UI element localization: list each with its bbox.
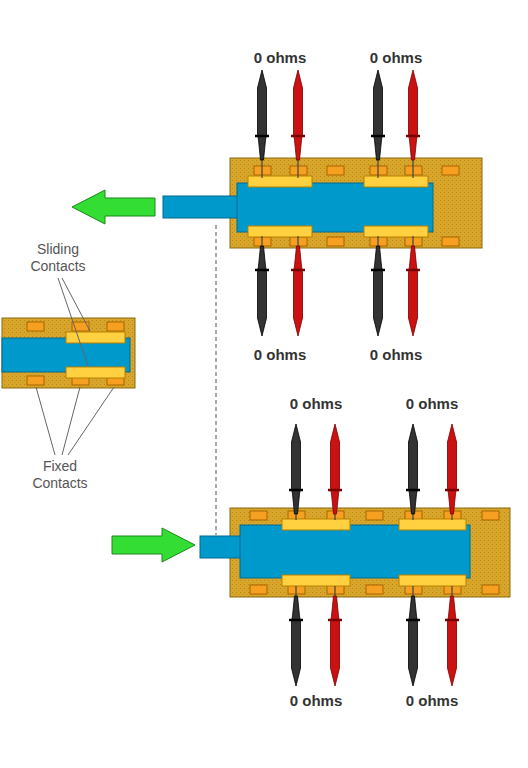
sliding-contact xyxy=(399,519,466,530)
resistance-reading: 0 ohms xyxy=(290,692,343,709)
probe-collar xyxy=(328,489,342,492)
fixed-contact xyxy=(442,166,459,175)
probe-collar xyxy=(289,489,303,492)
probe-collar xyxy=(445,619,459,622)
alignment-line xyxy=(216,225,217,535)
resistance-reading: 0 ohms xyxy=(406,692,459,709)
resistance-reading: 0 ohms xyxy=(406,395,459,412)
probe-wire xyxy=(377,158,378,178)
probe-body xyxy=(409,246,418,336)
fixed-contact xyxy=(327,237,344,246)
probe-collar xyxy=(291,269,305,272)
resistance-reading: 0 ohms xyxy=(254,49,307,66)
slider xyxy=(237,183,433,232)
probe-body xyxy=(292,596,301,686)
leader-line xyxy=(62,387,80,455)
fixed-contact xyxy=(482,585,499,594)
callout-label: Sliding Contacts xyxy=(18,241,98,275)
fixed-contact xyxy=(442,237,459,246)
probe-collar xyxy=(255,135,269,138)
fixed-contact xyxy=(482,511,499,520)
fixed-contact xyxy=(250,511,267,520)
probe-body xyxy=(294,246,303,336)
sliding-contact xyxy=(248,226,312,237)
actuator-rod xyxy=(163,196,239,218)
sliding-contact xyxy=(66,367,125,378)
probe-collar xyxy=(289,619,303,622)
probe-body xyxy=(331,596,340,686)
leader-line xyxy=(68,387,114,455)
resistance-reading: 0 ohms xyxy=(370,346,423,363)
probe-collar xyxy=(371,269,385,272)
fixed-contact xyxy=(250,585,267,594)
probe-collar xyxy=(406,489,420,492)
fixed-contact xyxy=(27,322,44,331)
probe-collar xyxy=(406,619,420,622)
sliding-contact xyxy=(248,176,312,187)
probe-body xyxy=(409,70,418,160)
resistance-reading: 0 ohms xyxy=(370,49,423,66)
sliding-contact xyxy=(399,575,466,586)
switch-housing xyxy=(2,318,135,388)
resistance-reading: 0 ohms xyxy=(290,395,343,412)
probe-body xyxy=(374,70,383,160)
actuator-rod xyxy=(200,536,242,558)
fixed-contact xyxy=(366,585,383,594)
probe-wire xyxy=(297,158,298,178)
probe-collar xyxy=(406,269,420,272)
sliding-contact xyxy=(66,332,125,343)
probe-body xyxy=(409,596,418,686)
switch-housing xyxy=(230,508,510,597)
probe-body xyxy=(294,70,303,160)
probe-collar xyxy=(291,135,305,138)
fixed-contact xyxy=(27,376,44,385)
probe-body xyxy=(374,246,383,336)
probe-wire xyxy=(412,158,413,178)
probe-body xyxy=(258,246,267,336)
sliding-contact xyxy=(282,575,350,586)
probe-body xyxy=(258,70,267,160)
fixed-contact xyxy=(366,511,383,520)
probe-collar xyxy=(371,135,385,138)
probe-collar xyxy=(445,489,459,492)
probe-body xyxy=(292,424,301,514)
leader-line xyxy=(58,278,88,366)
direction-arrow xyxy=(72,190,155,224)
probe-body xyxy=(448,596,457,686)
sliding-contact xyxy=(282,519,350,530)
probe-collar xyxy=(406,135,420,138)
probe-collar xyxy=(328,619,342,622)
probe-collar xyxy=(255,269,269,272)
sliding-contact xyxy=(364,226,428,237)
probe-body xyxy=(448,424,457,514)
callout-label: Fixed Contacts xyxy=(20,458,100,492)
fixed-contact xyxy=(327,166,344,175)
slider xyxy=(240,525,470,578)
probe-body xyxy=(331,424,340,514)
direction-arrow xyxy=(112,528,195,562)
probe-wire xyxy=(261,158,262,178)
fixed-contact xyxy=(107,322,124,331)
switch-housing xyxy=(230,158,482,248)
resistance-reading: 0 ohms xyxy=(254,346,307,363)
sliding-contact xyxy=(364,176,428,187)
leader-line xyxy=(36,387,55,455)
leader-line xyxy=(62,278,90,331)
probe-body xyxy=(409,424,418,514)
